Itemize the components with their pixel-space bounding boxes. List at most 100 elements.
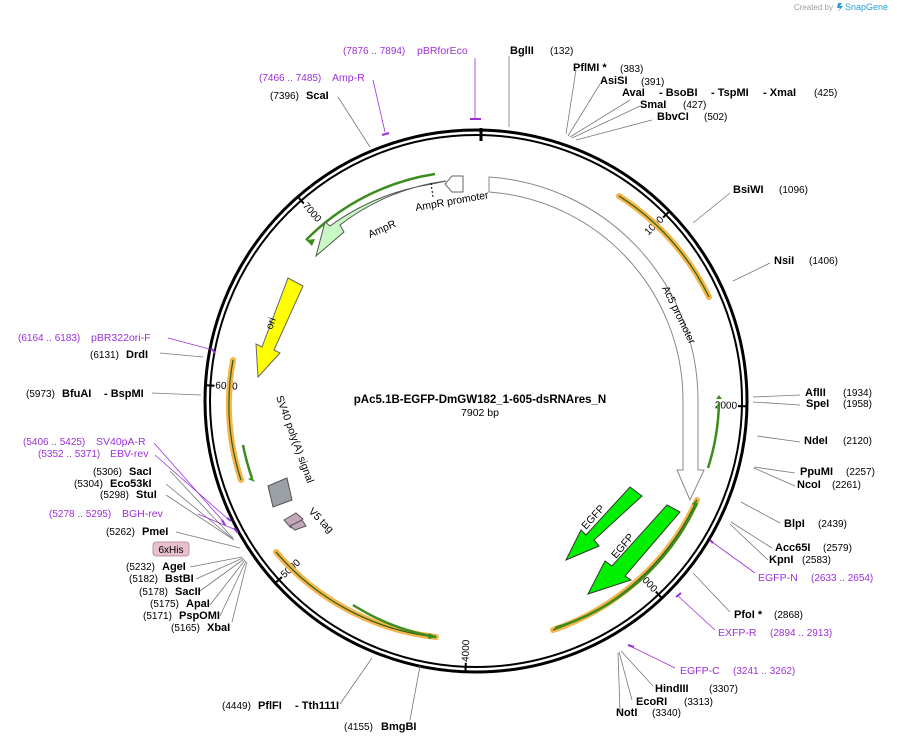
enzyme-pflfi[interactable]: PflFI [258, 700, 282, 712]
svg-text:(6131): (6131) [90, 350, 119, 361]
primer-amp-r[interactable]: Amp-R [332, 72, 365, 84]
egfp-arrow-2 [586, 504, 681, 595]
egfp-arrow-1 [564, 486, 643, 561]
enzyme-bstbi[interactable]: BstBI [165, 573, 194, 585]
enzyme-agei[interactable]: AgeI [162, 561, 186, 573]
enzyme-saci[interactable]: SacI [129, 466, 152, 478]
enzyme-nsii[interactable]: NsiI [774, 255, 794, 267]
svg-text:(132): (132) [550, 46, 573, 57]
svg-text:(5973): (5973) [26, 389, 55, 400]
svg-text:(7396): (7396) [270, 91, 299, 102]
enzyme-pspomi[interactable]: PspOMI [179, 610, 220, 622]
primer-exfp-r[interactable]: EXFP-R [718, 627, 757, 639]
enzyme-pfoi[interactable]: PfoI * [734, 609, 763, 621]
primer-egfp-n[interactable]: EGFP-N [758, 572, 798, 584]
enzyme-pmei[interactable]: PmeI [142, 526, 168, 538]
enzyme-noti[interactable]: NotI [616, 707, 637, 719]
snapgene-logo-icon [837, 3, 843, 12]
enzyme-sacii[interactable]: SacII [175, 586, 201, 598]
tick-label: 2000 [715, 400, 738, 411]
enzyme-spei[interactable]: SpeI [806, 398, 829, 410]
svg-text:(7876 .. 7894): (7876 .. 7894) [343, 46, 405, 57]
svg-text:(7466 .. 7485): (7466 .. 7485) [259, 73, 321, 84]
enzyme-smai[interactable]: SmaI [640, 99, 666, 111]
svg-text:(5171): (5171) [143, 611, 172, 622]
map-length: 7902 bp [461, 407, 499, 419]
enzyme-bglii[interactable]: BglII [510, 45, 534, 57]
enzyme-eco53ki[interactable]: Eco53kI [110, 478, 152, 490]
tick-mark [297, 196, 305, 205]
svg-text:(2257): (2257) [846, 467, 875, 478]
svg-text:(4155): (4155) [344, 722, 373, 733]
enzyme-kpni[interactable]: KpnI [769, 554, 793, 566]
svg-text:- TspMI: - TspMI [711, 87, 749, 99]
svg-text:(425): (425) [814, 88, 837, 99]
svg-text:(2579): (2579) [823, 543, 852, 554]
enzyme-stui[interactable]: StuI [136, 489, 157, 501]
svg-text:- XmaI: - XmaI [763, 87, 796, 99]
backbone-inner [209, 134, 743, 668]
enzyme-scai[interactable]: ScaI [306, 90, 329, 102]
ori-arrow [255, 277, 304, 379]
enzyme-acc65i[interactable]: Acc65I [775, 542, 810, 554]
svg-text:(5178): (5178) [139, 587, 168, 598]
primer-bgh-rev[interactable]: BGH-rev [122, 508, 164, 520]
svg-text:(1934): (1934) [843, 388, 872, 399]
enzyme-ncoi[interactable]: NcoI [797, 479, 821, 491]
enzyme-drdi[interactable]: DrdI [126, 349, 148, 361]
svg-text:(2868): (2868) [774, 610, 803, 621]
enzyme-bfuai[interactable]: BfuAI [62, 388, 91, 400]
svg-text:(5175): (5175) [150, 599, 179, 610]
enzyme-pflmi[interactable]: PflMI * [573, 62, 607, 74]
tick-label: 7000 [300, 201, 323, 225]
enzyme-ndei[interactable]: NdeI [804, 435, 828, 447]
enzyme-blpi[interactable]: BlpI [784, 518, 805, 530]
svg-text:(3313): (3313) [684, 697, 713, 708]
v5-label: V5 tag [306, 506, 336, 536]
enzyme-hindiii[interactable]: HindIII [655, 683, 689, 695]
svg-text:(1958): (1958) [843, 399, 872, 410]
svg-text:(5298): (5298) [100, 490, 129, 501]
svg-text:(427): (427) [683, 100, 706, 111]
primer-egfp-c[interactable]: EGFP-C [680, 665, 720, 677]
enzyme-apai[interactable]: ApaI [186, 598, 210, 610]
svg-text:(502): (502) [704, 112, 727, 123]
primer-pbrforeco[interactable]: pBRforEco [417, 45, 468, 57]
v5-tag-block [283, 512, 304, 529]
svg-text:(5232): (5232) [126, 562, 155, 573]
svg-text:(1096): (1096) [779, 185, 808, 196]
primer-pbr322ori-f[interactable]: pBR322ori-F [91, 332, 151, 344]
leader-lines [151, 56, 801, 721]
svg-text:- BsoBI: - BsoBI [659, 87, 698, 99]
sv40-polya-block [267, 477, 293, 508]
tick-mark [655, 590, 662, 599]
svg-text:(4449): (4449) [222, 701, 251, 712]
map-title: pAc5.1B-EGFP-DmGW182_1-605-dsRNAres_N [354, 394, 606, 406]
ampr-arrow [315, 180, 447, 258]
his-tag-badge [152, 541, 190, 557]
svg-text:(383): (383) [620, 64, 643, 75]
enzyme-bmgbi[interactable]: BmgBI [381, 721, 416, 733]
enzyme-ppumi[interactable]: PpuMI [800, 466, 833, 478]
svg-text:(2261): (2261) [832, 480, 861, 491]
svg-text:(1406): (1406) [809, 256, 838, 267]
enzyme-aflii[interactable]: AflII [805, 387, 826, 399]
enzyme-bsiwi[interactable]: BsiWI [733, 184, 764, 196]
primer-sv40pa-r[interactable]: SV40pA-R [96, 436, 146, 448]
tick-mark [275, 576, 283, 584]
svg-text:(5304): (5304) [74, 479, 103, 490]
enzyme-ecori[interactable]: EcoRI [636, 696, 667, 708]
svg-text:(5182): (5182) [129, 574, 158, 585]
enzyme-xbai[interactable]: XbaI [207, 622, 230, 634]
enzyme-avai[interactable]: AvaI [622, 87, 645, 99]
svg-text:- Tth111I: - Tth111I [295, 700, 339, 712]
svg-text:(2894 .. 2913): (2894 .. 2913) [770, 628, 832, 639]
enzyme-asisi[interactable]: AsiSI [600, 75, 628, 87]
primer-ebv-rev[interactable]: EBV-rev [110, 448, 149, 460]
snapgene-brand: SnapGene [845, 2, 888, 12]
svg-text:(5352 .. 5371): (5352 .. 5371) [38, 449, 100, 460]
enzyme-bbvci[interactable]: BbvCI [657, 111, 689, 123]
svg-text:(5278 .. 5295): (5278 .. 5295) [49, 509, 111, 520]
svg-text:(3241 .. 3262): (3241 .. 3262) [733, 666, 795, 677]
svg-text:(3340): (3340) [652, 708, 681, 719]
